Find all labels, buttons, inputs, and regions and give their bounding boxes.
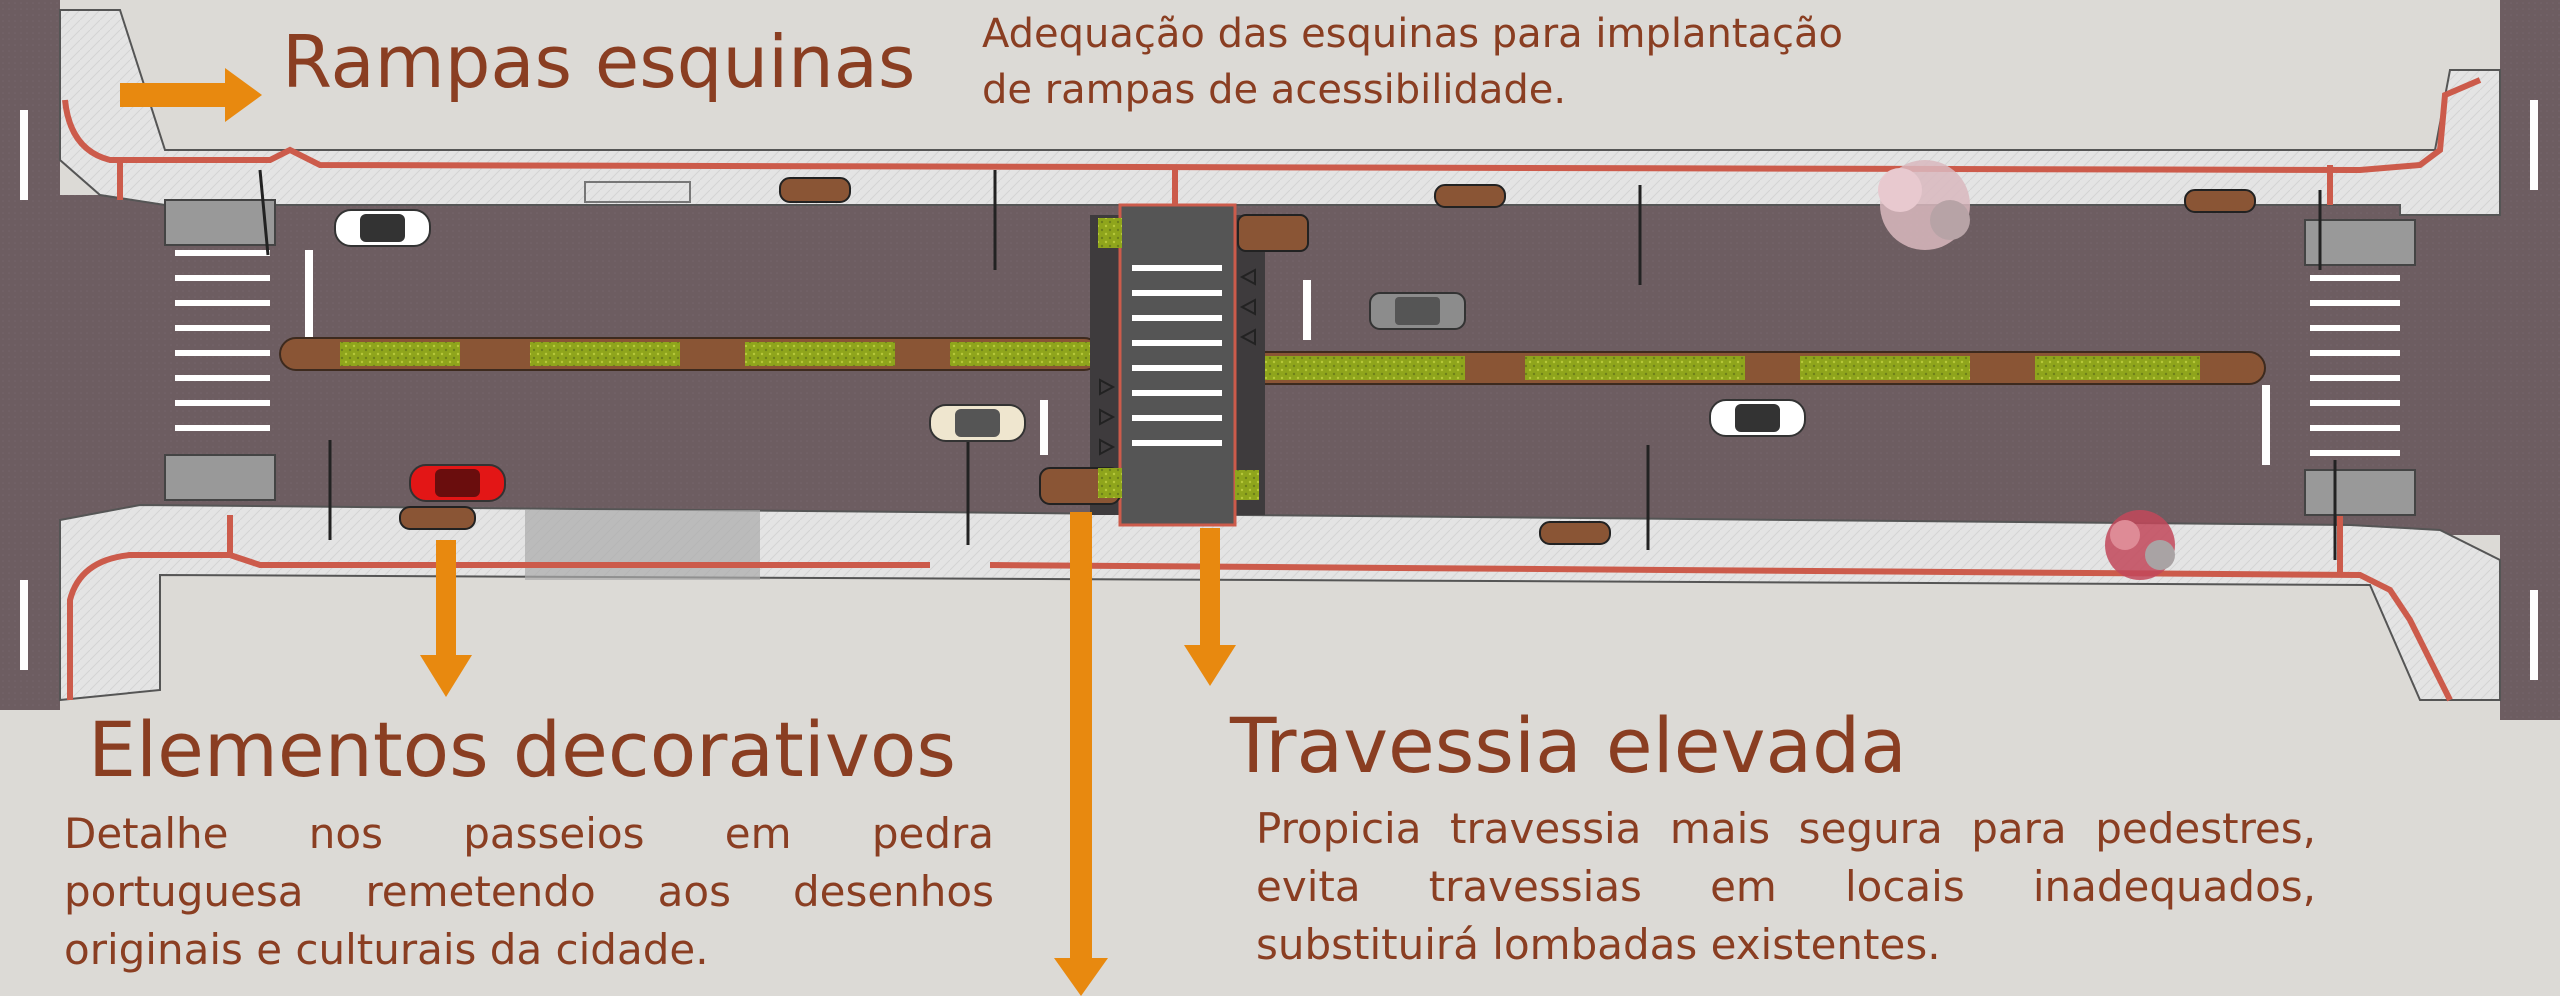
bottom-sidewalk [59, 503, 2501, 702]
median-right [1234, 351, 2266, 385]
elementos-desc-line: originais e culturais da cidade. [64, 925, 709, 974]
crosswalk-left [20, 110, 313, 670]
travessia-desc-line: evita travessias em locais inadequados, [1256, 862, 2316, 911]
rampas-description: Adequação das esquinas para implantação … [982, 6, 1882, 118]
car-icon [334, 209, 1806, 502]
elementos-title: Elementos decorativos [88, 705, 956, 794]
crosswalk-right [2262, 100, 2538, 680]
rampas-title: Rampas esquinas [282, 20, 916, 104]
rampas-desc-line: de rampas de acessibilidade. [982, 67, 1567, 113]
travessia-desc-line: Propicia travessia mais segura para pede… [1256, 804, 2316, 853]
travessia-title: Travessia elevada [1230, 701, 1907, 790]
rampas-desc-line: Adequação das esquinas para implantação [982, 11, 1843, 57]
top-sidewalk [59, 9, 2501, 216]
bench-icon [399, 177, 2256, 545]
tree-icon [1878, 160, 2175, 580]
arrow-icon [120, 68, 1236, 996]
lamp-post-icon [258, 169, 2337, 560]
elementos-description: Detalhe nos passeios em pedra portuguesa… [64, 805, 994, 979]
travessia-desc-line: substituirá lombadas existentes. [1256, 920, 1941, 969]
median-left [279, 337, 1101, 371]
elementos-desc-line: portuguesa remetendo aos desenhos [64, 867, 994, 916]
elementos-desc-line: Detalhe nos passeios em pedra [64, 809, 994, 858]
raised-crossing [1040, 203, 1311, 527]
travessia-description: Propicia travessia mais segura para pede… [1256, 800, 2316, 974]
